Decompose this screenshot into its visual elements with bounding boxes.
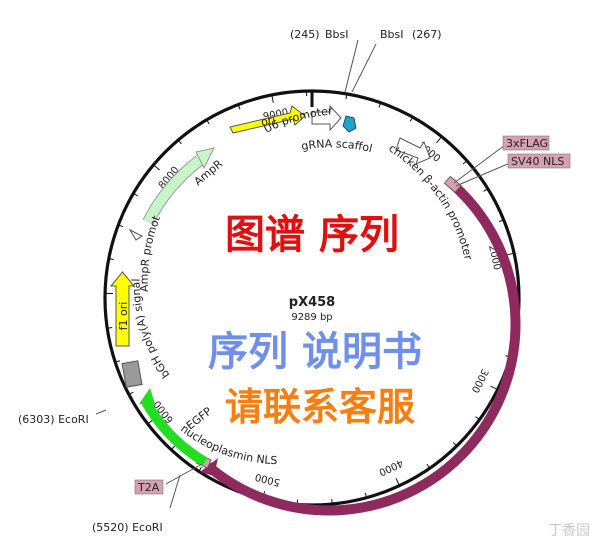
u6-promoter-arrow — [311, 104, 342, 132]
minor-tick — [170, 445, 176, 451]
minor-tick — [409, 116, 414, 122]
ori-label: ori — [260, 113, 277, 129]
minor-tick — [128, 391, 134, 395]
overlay-line3: 请联系客服 — [225, 385, 415, 429]
grna-scaffold-arrow — [342, 115, 357, 133]
egfp-arc — [140, 397, 208, 467]
minor-tick — [115, 360, 121, 363]
ecori-top-line — [95, 409, 107, 415]
major-tick — [506, 252, 515, 256]
ecori-bottom-line — [169, 474, 181, 509]
major-tick — [436, 136, 442, 144]
major-tick — [395, 478, 400, 486]
tick-label-3000: 3000 — [469, 367, 490, 395]
sv40-label-box — [507, 153, 571, 169]
minor-tick — [364, 492, 368, 498]
plasmid-size: 9289 bp — [291, 312, 332, 323]
overlay-line2: 序列 说明书 — [208, 329, 422, 375]
ori-arrow — [229, 105, 306, 134]
ecori-top-label: (6303) EcoRI — [18, 413, 89, 426]
minor-tick — [462, 160, 468, 165]
minor-tick — [378, 102, 382, 108]
minor-tick — [475, 416, 480, 420]
sv40-label: SV40 NLS — [511, 155, 564, 168]
bbsi-left-line — [344, 39, 359, 93]
minor-tick — [177, 139, 182, 145]
watermark: 丁香园 — [548, 523, 590, 539]
flag-callout-line — [453, 144, 506, 184]
minor-tick — [133, 192, 138, 197]
overlay-line1: 图谱 序列 — [225, 212, 399, 258]
ampr-arrowhead — [195, 147, 215, 170]
cas9-arc — [204, 178, 521, 516]
bbsi-left-pos: (245) — [290, 28, 320, 41]
cba-promoter-arrow — [395, 137, 431, 165]
t2a-callout-line — [165, 463, 203, 485]
minor-tick — [118, 224, 124, 228]
ampr-promoter-arrow — [128, 228, 143, 241]
flag-label: 3xFLAG — [506, 137, 548, 150]
bbsi-right-name: BbsI — [380, 28, 404, 41]
cas9-label: Cas9 — [451, 406, 479, 434]
bbsi-right-line — [351, 43, 377, 93]
plasmid-name: pX458 — [289, 295, 335, 310]
minor-tick — [206, 119, 210, 125]
f1-ori-label: f1 ori — [117, 302, 130, 331]
minor-tick — [108, 258, 114, 261]
minor-tick — [345, 93, 348, 99]
egfp-label: EGFP — [184, 404, 215, 432]
sv40-callout-line — [455, 162, 511, 187]
bgh-polya-box — [121, 360, 143, 388]
ecori-bottom-label: (5520) EcoRI — [92, 521, 163, 534]
major-tick — [271, 94, 274, 103]
minor-tick — [426, 463, 431, 469]
t2a-label-box — [134, 479, 164, 495]
flag-tag-box — [443, 175, 462, 193]
major-tick — [153, 164, 160, 171]
ampr-arc — [143, 156, 204, 225]
bbsi-right-pos: (267) — [412, 28, 442, 41]
minor-tick — [198, 466, 202, 472]
major-tick — [490, 385, 498, 391]
minor-tick — [107, 327, 113, 329]
cas9-arrowhead — [200, 458, 218, 476]
egfp-arrowhead — [139, 388, 155, 404]
tick-label-4000: 4000 — [377, 457, 405, 478]
ampr-promoter-label: AmpR promoter — [0, 0, 163, 292]
t2a-label: T2A — [137, 481, 160, 494]
f1-ori-arrow — [109, 271, 136, 347]
minor-tick — [452, 442, 458, 447]
minor-tick — [483, 188, 489, 192]
minor-tick — [498, 219, 504, 223]
flag-label-box — [502, 135, 550, 151]
bbsi-left-name: BbsI — [325, 28, 349, 41]
tick-label-5000: 5000 — [254, 471, 281, 488]
minor-tick — [237, 104, 241, 110]
